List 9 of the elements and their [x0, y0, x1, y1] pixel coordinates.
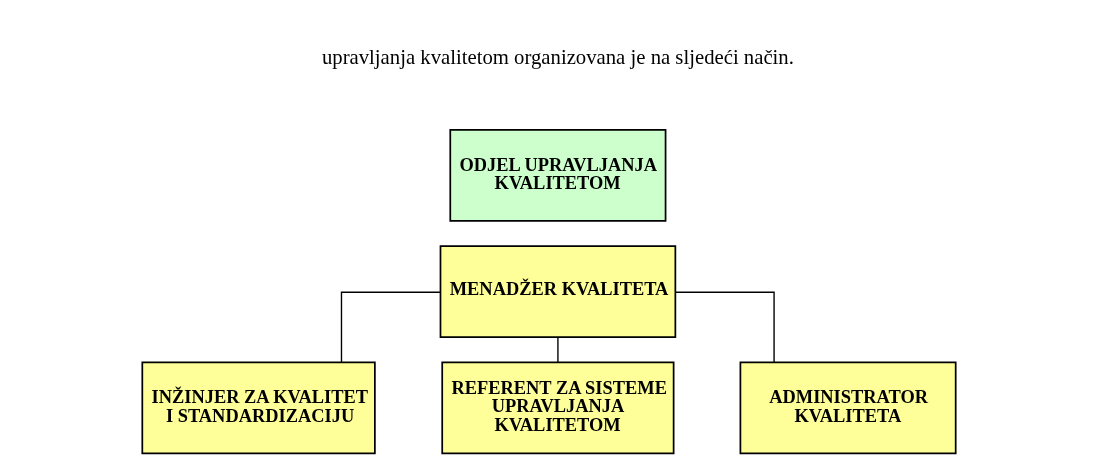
node-box: ODJEL UPRAVLJANJA KVALITETOM: [448, 128, 666, 222]
connector: [674, 291, 775, 363]
connector: [340, 291, 441, 363]
node-box: INŽINJER ZA KVALITET I STANDARDIZACIJU: [140, 361, 376, 454]
connector: [556, 336, 559, 363]
node-box: MENADŽER KVALITETA: [439, 244, 676, 338]
node-box: REFERENT ZA SISTEME UPRAVLJANJA KVALITETOM: [440, 361, 674, 454]
label: upravljanja kvalitetom organizovana je na sljedeći način.: [321, 45, 794, 68]
node-box: ADMINISTRATOR KVALITETA: [739, 361, 957, 454]
